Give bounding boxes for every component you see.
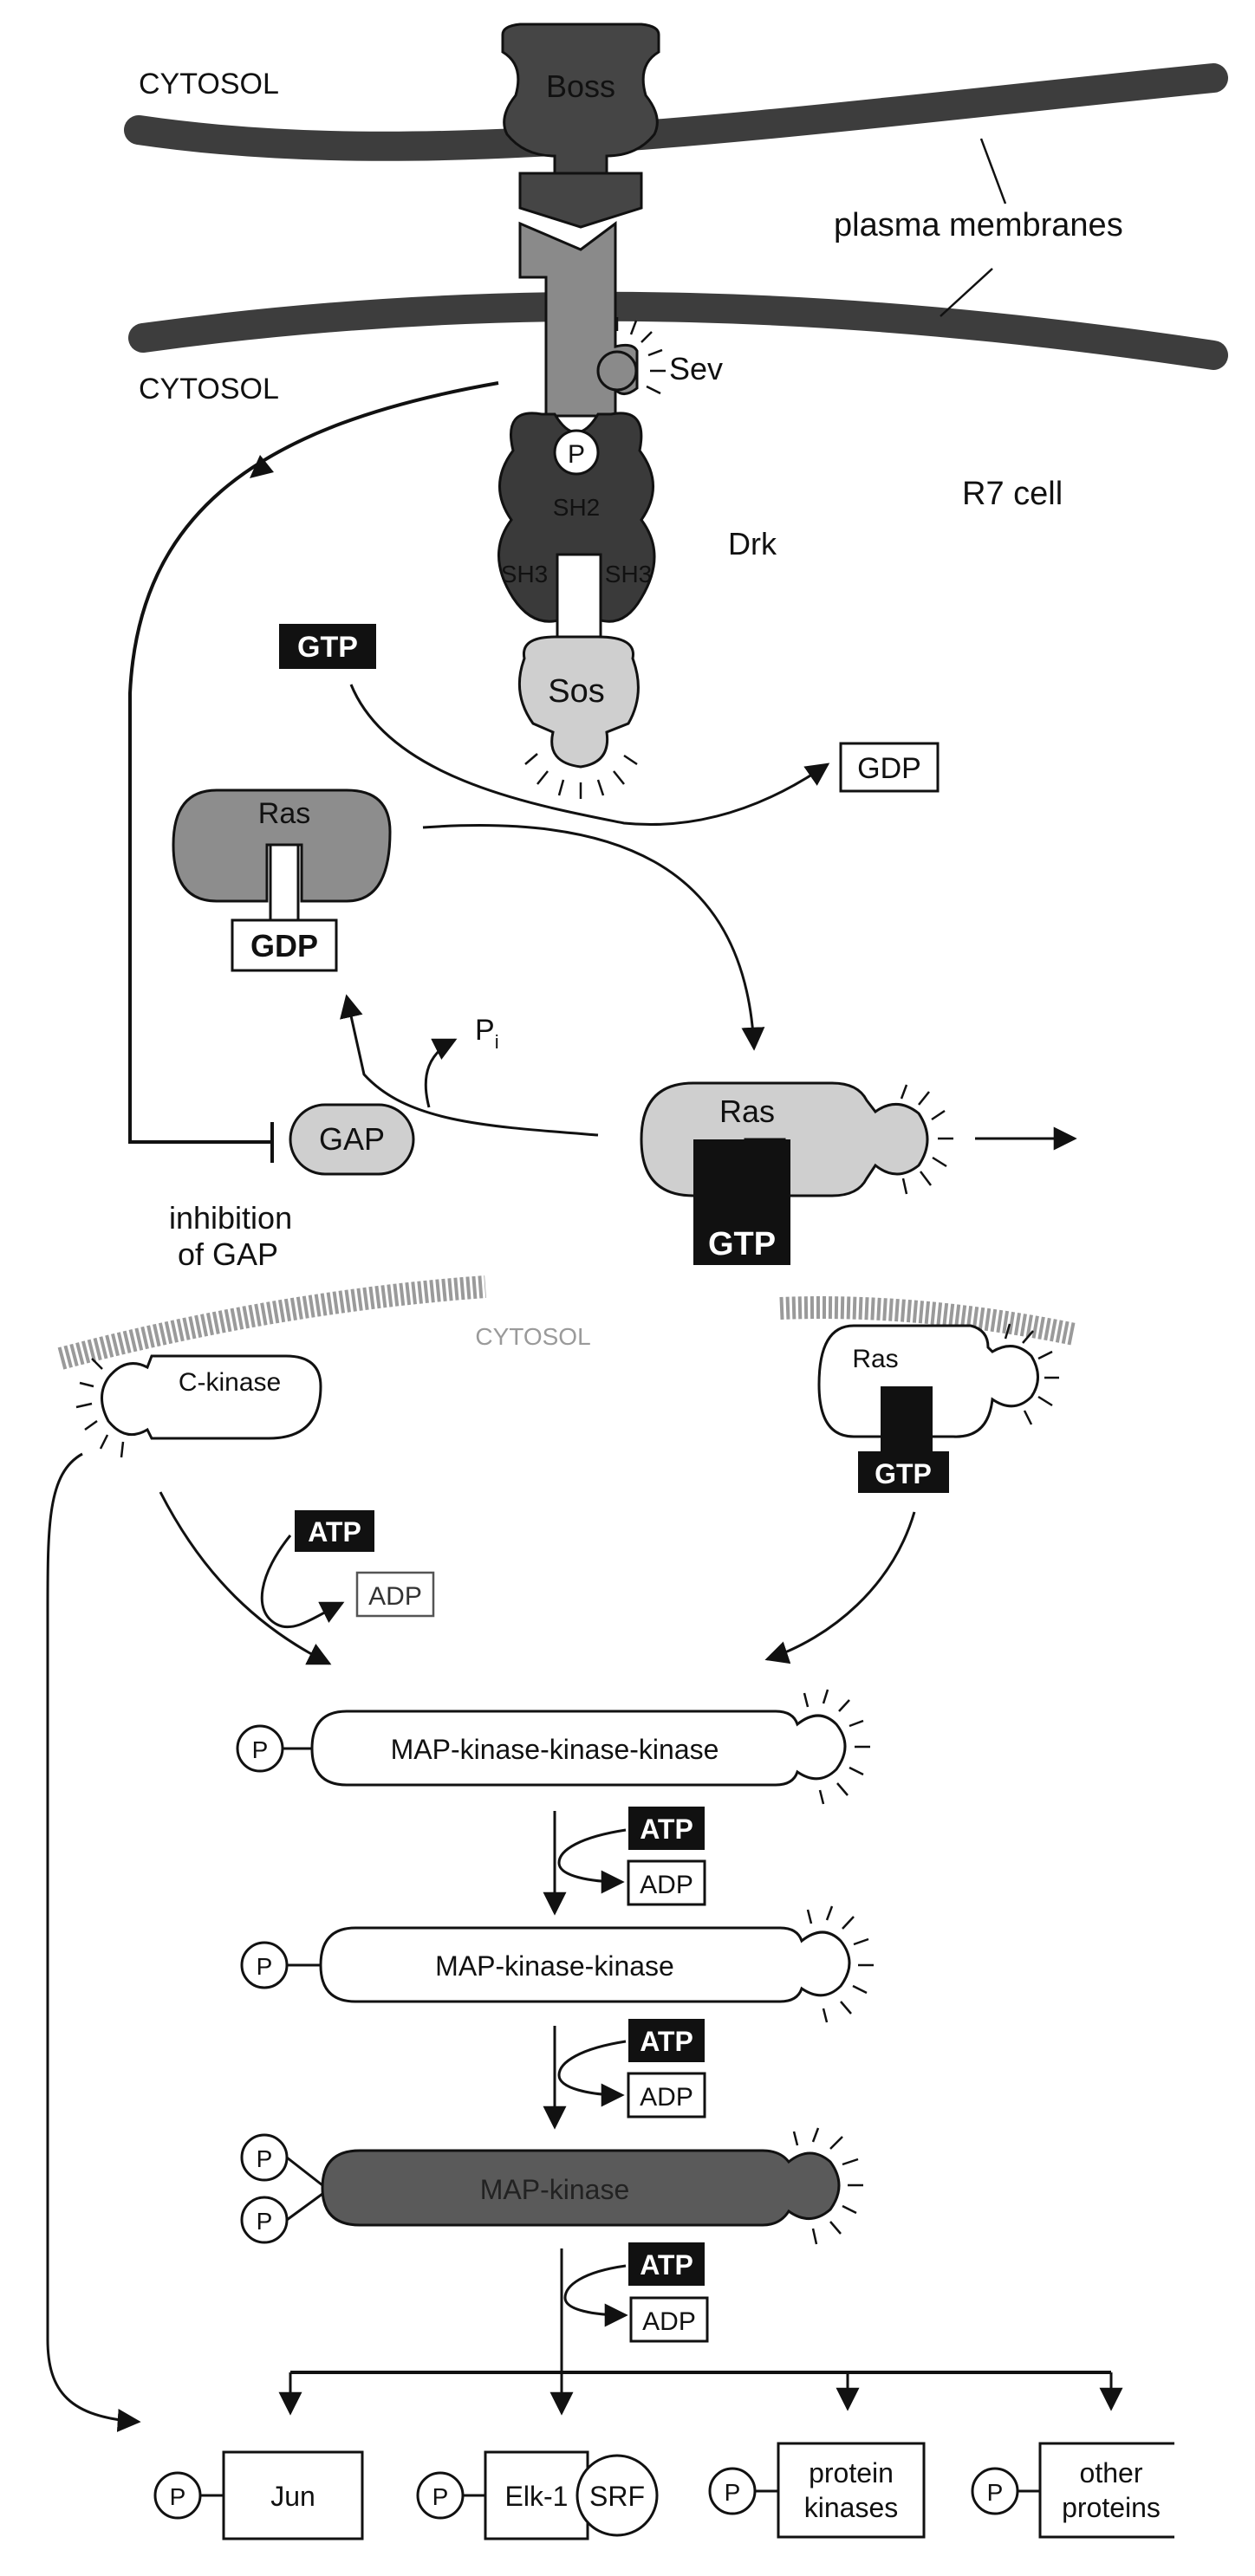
atp-box-2: ATP <box>628 1807 705 1850</box>
ras-lower-label: Ras <box>852 1345 898 1373</box>
gtp-label-bound-active: GTP <box>708 1226 776 1262</box>
target-other-proteins: P other proteins <box>971 2442 1174 2539</box>
phosphate-label: P <box>568 440 585 469</box>
atp-use-curve-2 <box>557 1828 627 1894</box>
gtp-hydrolysis-arrow <box>340 994 599 1137</box>
ras-inactive: Ras GDP <box>172 788 392 972</box>
boss-protein: Boss <box>501 23 660 229</box>
r7-cell-label: R7 cell <box>962 476 1063 512</box>
cytosol-label-mid: CYTOSOL <box>139 373 279 406</box>
ras-active-label: Ras <box>719 1093 775 1129</box>
pi-label: Pi <box>475 1014 499 1053</box>
atp-label-4: ATP <box>640 2249 693 2281</box>
pi-release-arrow <box>424 1038 458 1108</box>
c-kinase-protein: C-kinase <box>75 1354 322 1458</box>
target-jun: P Jun <box>153 2450 364 2540</box>
protein-kinases-phosphate-label: P <box>725 2479 741 2506</box>
c-kinase-label: C-kinase <box>179 1368 281 1397</box>
adp-box-3: ADP <box>627 2072 706 2119</box>
adp-label-3: ADP <box>640 2083 693 2112</box>
lower-membrane-left <box>57 1275 486 1370</box>
sh3-left-label: SH3 <box>501 561 548 587</box>
drk-adapter: SH2 SH3 SH3 <box>497 412 656 639</box>
gtp-label-lower: GTP <box>875 1458 932 1489</box>
lower-membrane-right <box>779 1296 1077 1346</box>
atp-label-1: ATP <box>308 1516 361 1548</box>
ras-active: Ras GTP <box>640 1081 953 1265</box>
jun-label: Jun <box>270 2481 315 2512</box>
other-proteins-label-line2: proteins <box>1062 2492 1161 2523</box>
atp-label-2: ATP <box>640 1814 693 1845</box>
inhibition-arrowhead <box>250 455 274 478</box>
plasma-membranes-pointer-lower <box>940 268 993 317</box>
other-proteins-phosphate-label: P <box>987 2479 1004 2506</box>
ras-activation-arrow <box>422 824 765 1051</box>
atp-use-curve-4 <box>563 2264 628 2327</box>
mapk-protein: P P MAP-kinase <box>240 2127 863 2245</box>
boss-label: Boss <box>546 68 615 104</box>
adp-label-4: ADP <box>642 2307 696 2336</box>
sh2-label: SH2 <box>553 494 600 521</box>
gap-inhibition-line <box>128 381 499 1144</box>
drk-label: Drk <box>728 526 777 561</box>
mapkk-label: MAP-kinase-kinase <box>435 1950 674 1982</box>
ras-to-mapkkk-arrow <box>764 1511 916 1664</box>
adp-label-1: ADP <box>368 1582 422 1611</box>
other-proteins-label-line1: other <box>1080 2457 1143 2488</box>
mapkk-phosphate-label: P <box>257 1953 273 1980</box>
c-kinase-to-jun-line <box>46 1452 141 2432</box>
mapk-label: MAP-kinase <box>480 2174 630 2205</box>
gdp-label-bound: GDP <box>250 928 318 964</box>
atp-box-1: ATP <box>295 1510 374 1552</box>
plasma-membrane-lower <box>128 291 1228 370</box>
mapkk-protein: P MAP-kinase-kinase <box>240 1905 874 2023</box>
gtp-label-top: GTP <box>297 631 358 664</box>
cytosol-label-lower: CYTOSOL <box>475 1323 590 1350</box>
atp-box-3: ATP <box>628 2019 705 2062</box>
c-kinase-to-mapkkk-arrow <box>159 1491 332 1665</box>
plasma-membrane-upper <box>124 63 1228 161</box>
inhibition-label-line2: of GAP <box>178 1236 278 1272</box>
gtp-to-ras-arrow <box>349 684 830 827</box>
atp-box-4: ATP <box>628 2242 705 2286</box>
sos-label: Sos <box>548 673 604 710</box>
atp-use-curve-1 <box>260 1535 345 1629</box>
protein-kinases-label-line2: kinases <box>804 2492 899 2523</box>
gtp-box-top: GTP <box>279 624 376 669</box>
adp-label-2: ADP <box>640 1871 693 1899</box>
gap-label: GAP <box>319 1121 385 1157</box>
adp-box-1: ADP <box>355 1571 435 1618</box>
mapkkk-phosphate-label: P <box>252 1736 269 1763</box>
adp-box-4: ADP <box>629 2296 709 2343</box>
target-protein-kinases: P protein kinases <box>708 2442 926 2539</box>
gap-protein: GAP <box>289 1103 415 1176</box>
srf-label: SRF <box>589 2481 645 2512</box>
gdp-label-released: GDP <box>857 752 921 785</box>
inhibition-label-line1: inhibition <box>169 1200 292 1236</box>
jun-phosphate-label: P <box>170 2483 186 2510</box>
sev-label: Sev <box>669 351 723 386</box>
ras-lower: Ras GTP <box>817 1323 1059 1493</box>
atp-use-curve-3 <box>557 2040 627 2107</box>
cytosol-label-top: CYTOSOL <box>139 68 279 101</box>
plasma-membranes-label: plasma membranes <box>834 207 1123 243</box>
mapkkk-protein: P MAP-kinase-kinase-kinase <box>236 1689 870 1805</box>
elk1-phosphate-label: P <box>432 2483 449 2510</box>
protein-kinases-label-line1: protein <box>809 2457 894 2488</box>
plasma-membranes-pointer-upper <box>979 138 1007 204</box>
target-elk1-srf: P Elk-1 SRF <box>416 2450 659 2540</box>
sh3-right-label: SH3 <box>605 561 652 587</box>
sos-protein: Sos <box>517 635 640 799</box>
mapk-phosphate-label-2: P <box>257 2208 273 2235</box>
elk1-label: Elk-1 <box>505 2481 569 2512</box>
ras-inactive-label: Ras <box>258 797 310 830</box>
gdp-box-released: GDP <box>839 742 940 793</box>
sev-receptor: Sev <box>518 221 723 418</box>
phosphate-on-sev: P <box>553 429 600 476</box>
mapk-phosphate-label-1: P <box>257 2145 273 2172</box>
adp-box-2: ADP <box>627 1859 706 1906</box>
mapkkk-label: MAP-kinase-kinase-kinase <box>391 1734 719 1765</box>
atp-label-3: ATP <box>640 2026 693 2057</box>
